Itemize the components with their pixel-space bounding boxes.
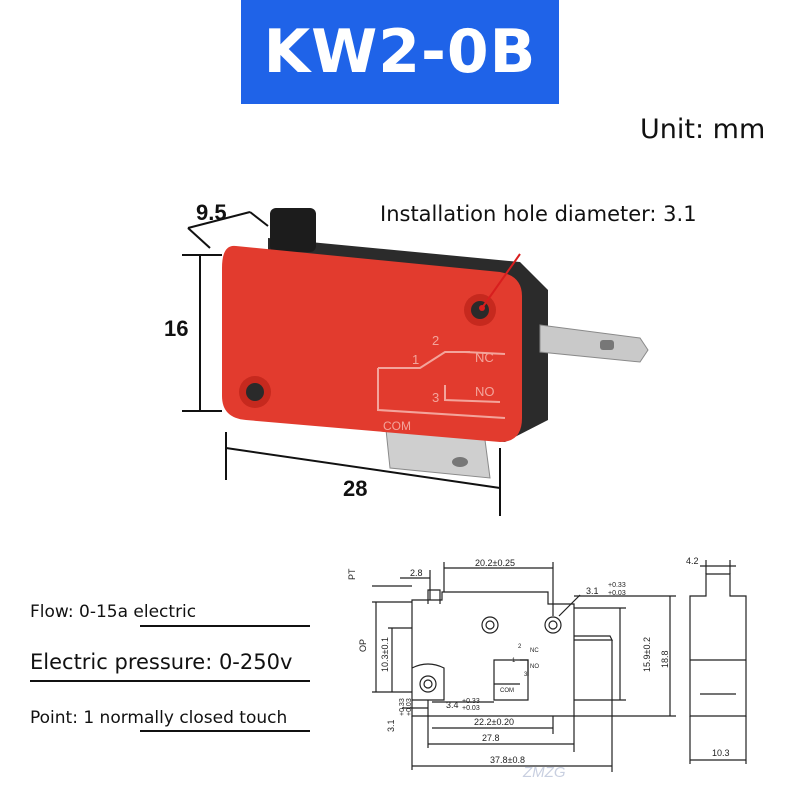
dw-hole-minus: +0.03: [608, 590, 626, 597]
dw-t1: 1: [512, 658, 516, 664]
dw-3-1-minus: +0.03: [406, 698, 413, 716]
title-banner: KW2-0B: [241, 0, 559, 104]
hole-pointer-line: [481, 253, 521, 309]
dw-2-8: 2.8: [410, 568, 423, 578]
dw-18-8: 18.8: [660, 650, 670, 668]
dw-20-2: 20.2±0.25: [475, 558, 515, 568]
dw-pt: PT: [347, 568, 357, 580]
dw-4-2: 4.2: [686, 556, 699, 566]
terminal-right: [539, 324, 649, 363]
dim-width: 9.5: [196, 200, 227, 225]
dw-hole: 3.1: [586, 586, 599, 596]
spec-pressure: Electric pressure: 0-250v: [30, 650, 293, 674]
dw-3-1-plus: +0.33: [399, 698, 406, 716]
spec-point-underline: [140, 730, 310, 732]
photo-no: NO: [475, 384, 495, 399]
dw-hole-plus: +0.33: [608, 582, 626, 589]
dw-3-4: 3.4: [446, 700, 459, 710]
dw-37-8: 37.8±0.8: [490, 755, 525, 765]
drawing-side-view: [689, 560, 747, 764]
photo-dim-lines: [182, 211, 501, 516]
dim-length: 28: [343, 476, 368, 501]
dim-height: 16: [164, 316, 189, 341]
spec-point: Point: 1 normally closed touch: [30, 708, 288, 728]
photo-nc: NC: [475, 350, 494, 365]
photo-t1: 1: [412, 352, 419, 367]
dw-3-4-plus: +0.33: [462, 698, 480, 705]
dw-t3: 3: [524, 672, 528, 678]
dw-no: NO: [530, 664, 539, 670]
dw-15-9: 15.9±0.2: [642, 637, 652, 672]
dw-10-3-side: 10.3: [712, 748, 730, 758]
photo-com: COM: [383, 419, 411, 433]
hole-diameter-label: Installation hole diameter: 3.1: [380, 202, 697, 226]
switch-red-face: [222, 245, 522, 442]
product-title: KW2-0B: [263, 17, 537, 87]
dw-10-3: 10.3±0.1: [380, 637, 390, 672]
watermark: ZMZG: [523, 764, 566, 781]
plunger: [270, 208, 316, 252]
dw-op: OP: [358, 639, 368, 652]
dw-27-8: 27.8: [482, 733, 500, 743]
dw-22-2: 22.2±0.20: [474, 717, 514, 727]
drawing-front-view: [372, 562, 676, 772]
dw-3-1-left: 3.1: [386, 719, 396, 732]
spec-pressure-underline: [30, 680, 310, 682]
dw-nc: NC: [530, 648, 539, 654]
spec-flow-underline: [140, 625, 310, 627]
unit-label: Unit: mm: [640, 114, 766, 145]
spec-flow: Flow: 0-15a electric: [30, 602, 197, 622]
dw-com: COM: [500, 688, 514, 694]
photo-t2: 2: [432, 333, 439, 348]
photo-t3: 3: [432, 390, 439, 405]
dw-3-4-minus: +0.03: [462, 705, 480, 712]
embossed-circuit: [377, 351, 506, 419]
dw-t2: 2: [518, 644, 522, 650]
